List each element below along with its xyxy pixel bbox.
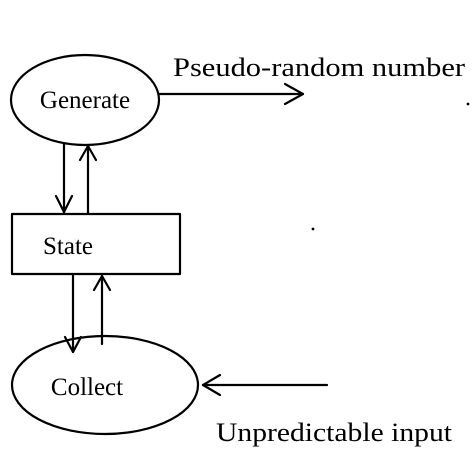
stray-dot [466, 102, 470, 106]
state-to-generate-arrow [78, 144, 98, 216]
unpredictable-input-label: Unpredictable input [216, 418, 453, 447]
stray-dot [311, 227, 315, 231]
pseudo-random-number-label: Pseudo-random number [173, 53, 465, 82]
collect-to-state-arrow [92, 274, 112, 346]
generate-label: Generate [40, 87, 130, 114]
state-node [10, 212, 182, 276]
input-to-collect-arrow [201, 373, 329, 397]
collect-label: Collect [51, 374, 123, 401]
collect-node [10, 334, 200, 436]
state-label: State [43, 233, 93, 260]
generate-node [9, 53, 161, 147]
generate-to-output-arrow [157, 82, 305, 106]
generate-to-state-arrow [54, 142, 74, 214]
state-to-collect-arrow [63, 273, 83, 354]
